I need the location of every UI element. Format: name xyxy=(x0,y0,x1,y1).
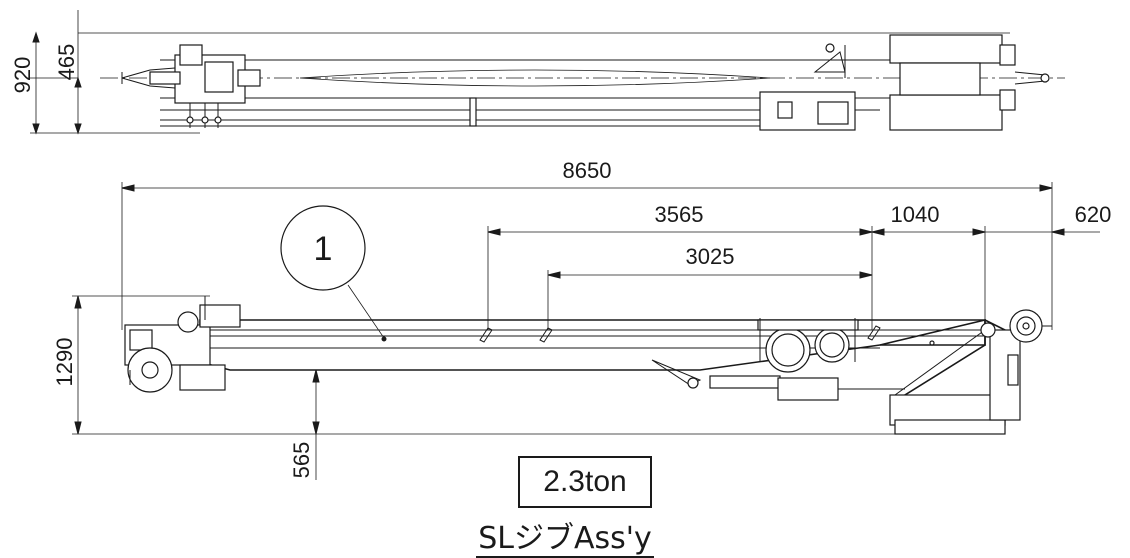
dim-8650: 8650 xyxy=(563,158,612,183)
top-view xyxy=(30,10,1065,135)
pin-marks xyxy=(479,325,881,343)
weight-box: 2.3ton xyxy=(518,456,652,508)
balloon-number: 1 xyxy=(314,230,333,268)
drawing-caption: SLジブAss'y xyxy=(0,513,1130,558)
dim-465: 465 xyxy=(54,44,79,81)
part-balloon xyxy=(280,205,366,291)
dim-1040: 1040 xyxy=(891,202,940,227)
dim-565: 565 xyxy=(289,442,314,479)
side-view xyxy=(72,182,1100,480)
dim-3565: 3565 xyxy=(655,202,704,227)
dim-1290: 1290 xyxy=(52,338,77,387)
dim-920: 920 xyxy=(10,57,35,94)
dim-3025: 3025 xyxy=(686,244,735,269)
dim-620: 620 xyxy=(1075,202,1112,227)
weight-label: 2.3ton xyxy=(543,465,627,498)
caption-text: SLジブAss'y xyxy=(476,521,654,558)
